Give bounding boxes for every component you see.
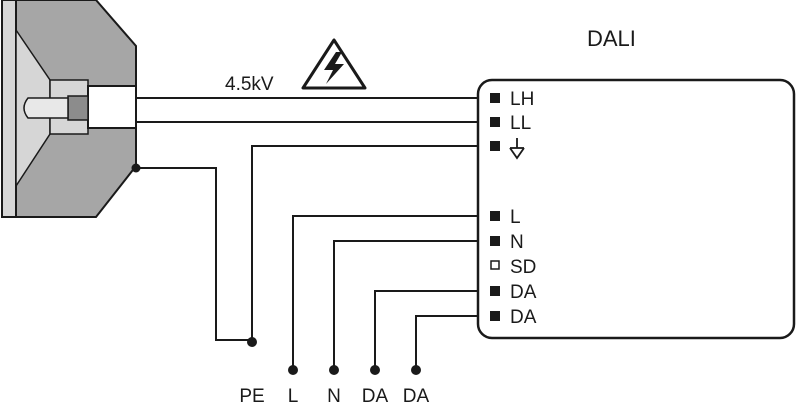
voltage-label: 4.5kV	[225, 74, 274, 95]
device-title: DALI	[587, 26, 636, 51]
bottom-label-da1: DA	[362, 386, 389, 406]
terminal-marker-lh	[490, 93, 500, 103]
terminal-marker-ground	[490, 141, 500, 151]
bottom-terminals	[247, 337, 421, 375]
bottom-label-da2: DA	[403, 386, 430, 406]
terminal-marker-l	[490, 211, 500, 221]
terminal-markers	[490, 93, 500, 321]
terminal-label-da2: DA	[510, 307, 537, 328]
wires	[136, 97, 490, 370]
terminal-label-lh: LH	[510, 89, 534, 110]
terminal-label-ll: LL	[510, 113, 531, 134]
terminal-label-sd: SD	[510, 257, 536, 278]
terminal-marker-da1	[490, 286, 500, 296]
bottom-label-n: N	[327, 386, 341, 406]
bottom-label-l: L	[288, 386, 299, 406]
bottom-label-pe: PE	[239, 386, 264, 406]
terminal-label-l: L	[510, 207, 521, 228]
terminal-marker-n	[490, 236, 500, 246]
terminal-marker-sd	[490, 260, 500, 270]
terminal-label-da1: DA	[510, 282, 537, 303]
terminal-label-n: N	[510, 232, 524, 253]
high-voltage-warning-icon	[301, 38, 367, 90]
terminal-marker-da2	[490, 311, 500, 321]
dali-device-box	[476, 78, 796, 340]
lamp-reflector	[1, 0, 137, 218]
ground-icon	[509, 138, 525, 160]
terminal-labels: LH LL L N SD DA DA	[510, 89, 537, 328]
bottom-labels: PE L N DA DA	[239, 386, 429, 406]
terminal-marker-ll	[490, 117, 500, 127]
